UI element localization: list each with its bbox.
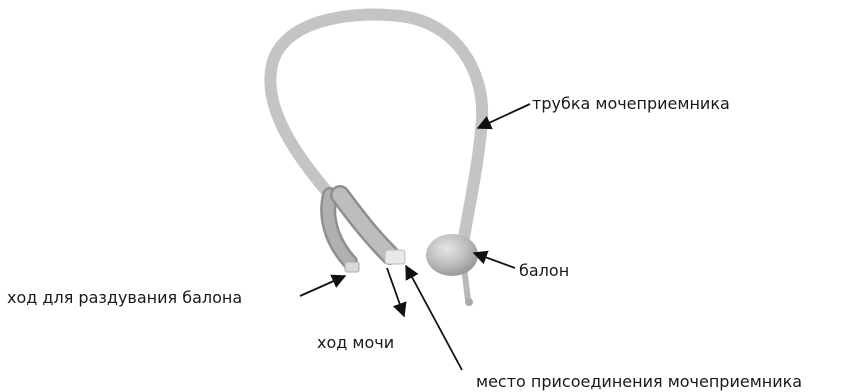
label-inflation-channel: ход для раздувания балона: [7, 289, 242, 307]
balloon-shape: [426, 234, 478, 276]
arrow-icon: [406, 266, 462, 370]
arrow-icon: [387, 268, 404, 316]
catheter-funnel: [328, 195, 405, 272]
label-urine-channel: ход мочи: [317, 334, 394, 352]
label-connection-site: место присоединения мочеприемника: [476, 373, 802, 391]
arrow-icon: [474, 253, 515, 268]
label-drainage-tube: трубка мочеприемника: [532, 95, 730, 113]
label-balloon: балон: [519, 262, 569, 280]
arrow-icon: [300, 276, 345, 296]
